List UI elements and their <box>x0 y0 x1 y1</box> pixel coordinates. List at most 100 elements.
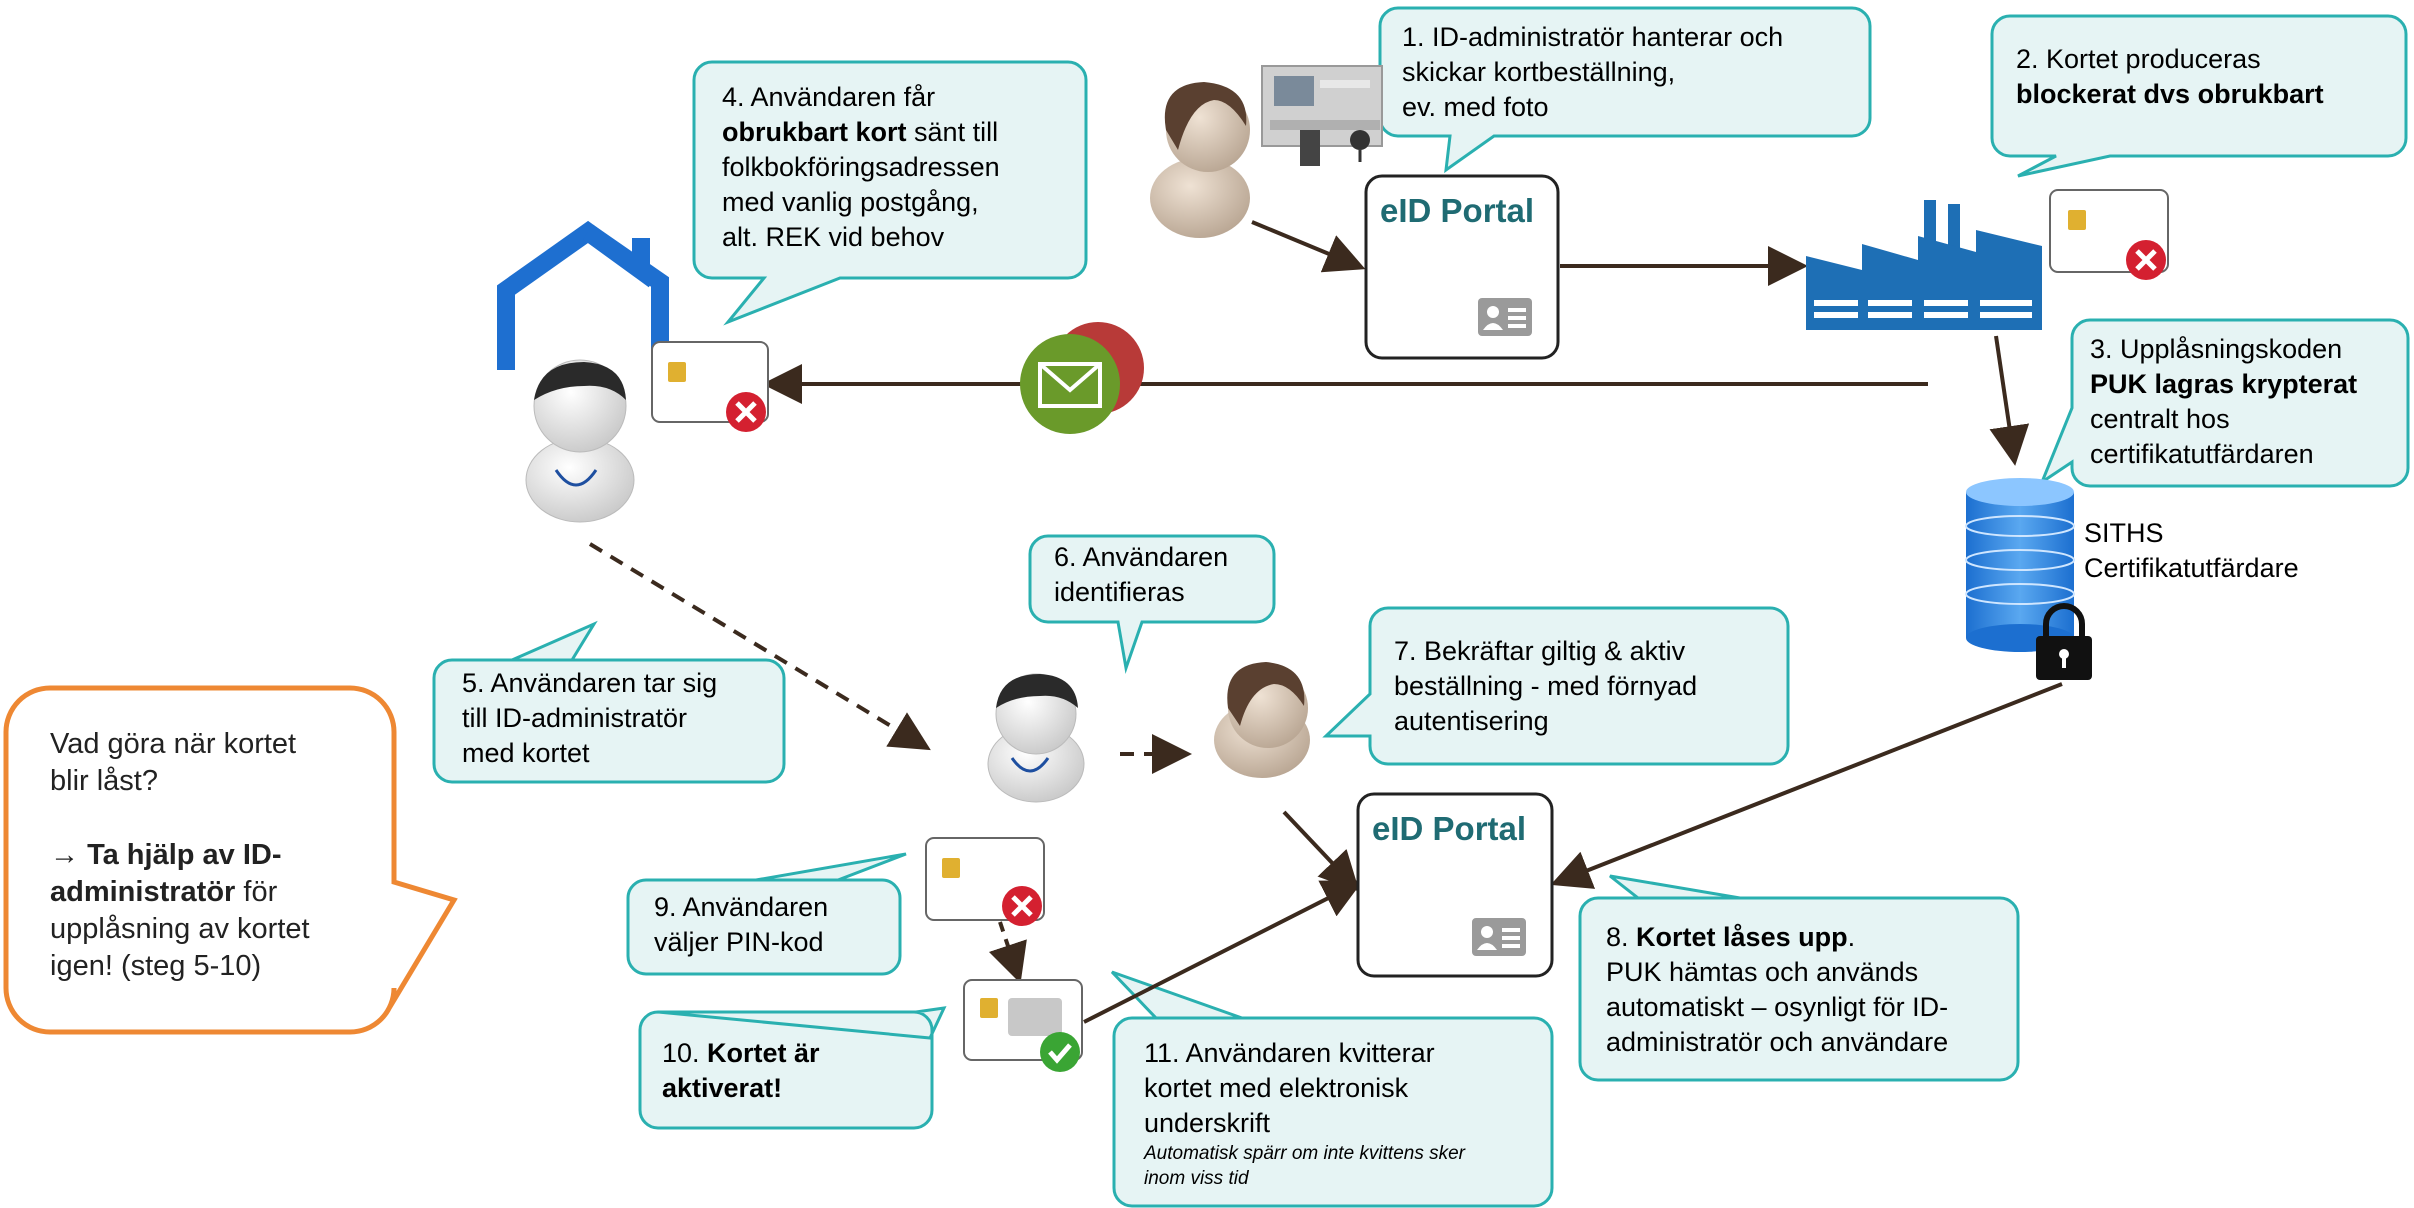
step-1-text: 1. ID-administratör hanterar och skickar… <box>1402 20 1783 125</box>
step-5-line-1: 5. Användaren tar sig <box>462 668 718 698</box>
help-bubble <box>3 685 458 1035</box>
step-11-note-2: inom viss tid <box>1144 1168 1249 1189</box>
help-line-4: för <box>235 876 278 908</box>
step-8-line-2: PUK hämtas och används <box>1606 957 1919 987</box>
step-11-note-1: Automatisk spärr om inte kvittens sker <box>1144 1143 1465 1164</box>
step-1-line-1: 1. ID-administratör hanterar och <box>1402 22 1784 52</box>
eid-portal-top-title: eID Portal <box>1380 192 1535 229</box>
bubble-step-10 <box>638 1006 947 1130</box>
admin-bottom-icon <box>1214 662 1310 778</box>
step-10-line-1-bold: Kortet är <box>707 1038 820 1068</box>
lock-icon <box>2036 603 2092 680</box>
user-at-admin-icon <box>987 673 1085 803</box>
bubble-step-4 <box>692 60 1088 326</box>
eid-portal-bottom-title: eID Portal <box>1372 810 1527 847</box>
step-8-text: 8. Kortet låses upp. PUK hämtas och anvä… <box>1606 920 1948 1060</box>
bubble-step-5 <box>432 620 786 784</box>
arrow-admin-to-portal <box>1251 220 1366 273</box>
step-4-line-2: sänt till <box>906 117 999 147</box>
arrow-card-to-portal-bottom <box>1083 880 1364 1024</box>
bubble-step-7 <box>1322 606 1790 766</box>
step-6-line-2: identifieras <box>1054 577 1185 607</box>
step-2-text: 2. Kortet produceras blockerat dvs obruk… <box>2016 42 2324 112</box>
step-8-number: 8. <box>1606 922 1637 952</box>
step-2-line-2: blockerat dvs obrukbart <box>2016 79 2324 109</box>
help-line-3-bold: Ta hjälp av ID- <box>87 839 282 871</box>
step-3-line-1: 3. Upplåsningskoden <box>2090 334 2343 364</box>
step-8-title: Kortet låses upp <box>1636 922 1848 952</box>
id-card-icon-bottom <box>1472 918 1526 956</box>
help-line-4-bold: administratör <box>50 876 236 908</box>
step-9-line-2: väljer PIN-kod <box>654 927 824 957</box>
card-activated-icon <box>963 979 1083 1072</box>
help-line-6: igen! (steg 5-10) <box>50 950 262 982</box>
step-6-line-1: 6. Användaren <box>1054 542 1229 572</box>
step-4-line-4: med vanlig postgång, <box>722 187 979 217</box>
user-home-icon <box>525 359 635 523</box>
step-4-line-1: 4. Användaren får <box>722 82 936 112</box>
siths-line-1: SITHS <box>2084 518 2164 548</box>
card-pin-icon <box>925 837 1045 926</box>
step-3-line-4: certifikatutfärdaren <box>2090 439 2314 469</box>
bubble-step-3 <box>2038 318 2410 488</box>
step-9-text: 9. Användaren väljer PIN-kod <box>654 890 828 960</box>
admin-top-icon <box>1150 82 1250 238</box>
step-11-line-3: underskrift <box>1144 1108 1271 1138</box>
step-7-text: 7. Bekräftar giltig & aktiv beställning … <box>1394 634 1697 739</box>
office-desk-icon <box>1261 65 1383 166</box>
bubble-step-2 <box>1990 14 2408 178</box>
step-5-line-3: med kortet <box>462 738 590 768</box>
id-card-icon-top <box>1478 298 1532 336</box>
step-6-text: 6. Användaren identifieras <box>1054 540 1228 610</box>
step-11-line-1: 11. Användaren kvitterar <box>1144 1038 1435 1068</box>
arrow-admin-to-portal-bottom <box>1282 810 1360 892</box>
arrow-user-to-admin-dashed <box>588 542 931 751</box>
step-3-line-2: PUK lagras krypterat <box>2090 369 2358 399</box>
step-1-line-2: skickar kortbeställning, <box>1402 57 1676 87</box>
help-line-5: upplåsning av kortet <box>50 913 310 945</box>
step-5-text: 5. Användaren tar sig till ID-administra… <box>462 666 717 771</box>
step-1-line-3: ev. med foto <box>1402 92 1549 122</box>
step-8-line-4: administratör och användare <box>1606 1027 1949 1057</box>
help-text: Vad göra när kortet blir låst? → Ta hjäl… <box>50 726 310 985</box>
step-4-line-5: alt. REK vid behov <box>722 222 945 252</box>
step-2-line-1: 2. Kortet produceras <box>2016 44 2261 74</box>
step-4-line-2-bold: obrukbart kort <box>722 117 907 147</box>
step-7-line-2: beställning - med förnyad <box>1394 671 1698 701</box>
help-arrow: → <box>50 839 88 871</box>
arrow-ca-to-portal-bottom <box>1550 682 2063 889</box>
step-4-text: 4. Användaren får obrukbart kort sänt ti… <box>722 80 1000 255</box>
step-8-period: . <box>1847 922 1856 952</box>
step-11-text: 11. Användaren kvitterar kortet med elek… <box>1144 1036 1465 1191</box>
step-7-line-1: 7. Bekräftar giltig & aktiv <box>1394 636 1686 666</box>
bubble-step-1 <box>1378 6 1872 174</box>
help-line-2: blir låst? <box>50 765 158 797</box>
arrow-factory-to-ca <box>1989 335 2030 466</box>
step-5-line-2: till ID-administratör <box>462 703 688 733</box>
step-7-line-3: autentisering <box>1394 706 1549 736</box>
step-4-line-3: folkbokföringsadressen <box>722 152 1000 182</box>
step-11-line-2: kortet med elektronisk <box>1144 1073 1409 1103</box>
step-10-line-2-bold: aktiverat! <box>662 1073 783 1103</box>
help-line-1: Vad göra när kortet <box>50 728 297 760</box>
mail-envelope-icon <box>1020 322 1144 434</box>
bubble-step-6 <box>1028 534 1276 674</box>
bubble-step-11 <box>1110 970 1554 1208</box>
bubble-step-9 <box>626 852 907 976</box>
siths-line-2: Certifikatutfärdare <box>2084 553 2299 583</box>
step-3-text: 3. Upplåsningskoden PUK lagras krypterat… <box>2090 332 2357 472</box>
bubble-step-8 <box>1578 874 2020 1082</box>
step-10-number: 10. <box>662 1038 708 1068</box>
card-blocked-factory-icon <box>2049 189 2169 280</box>
siths-label: SITHS Certifikatutfärdare <box>2084 516 2299 586</box>
database-icon <box>1965 478 2075 652</box>
house-icon <box>497 220 669 370</box>
step-10-text: 10. Kortet är aktiverat! <box>662 1036 820 1106</box>
step-3-line-3: centralt hos <box>2090 404 2230 434</box>
step-9-line-1: 9. Användaren <box>654 892 829 922</box>
card-blocked-home-icon <box>651 341 769 432</box>
step-8-line-3: automatiskt – osynligt för ID- <box>1606 992 1949 1022</box>
arrow-card-pin-to-active <box>988 921 1027 984</box>
factory-icon <box>1806 200 2042 330</box>
